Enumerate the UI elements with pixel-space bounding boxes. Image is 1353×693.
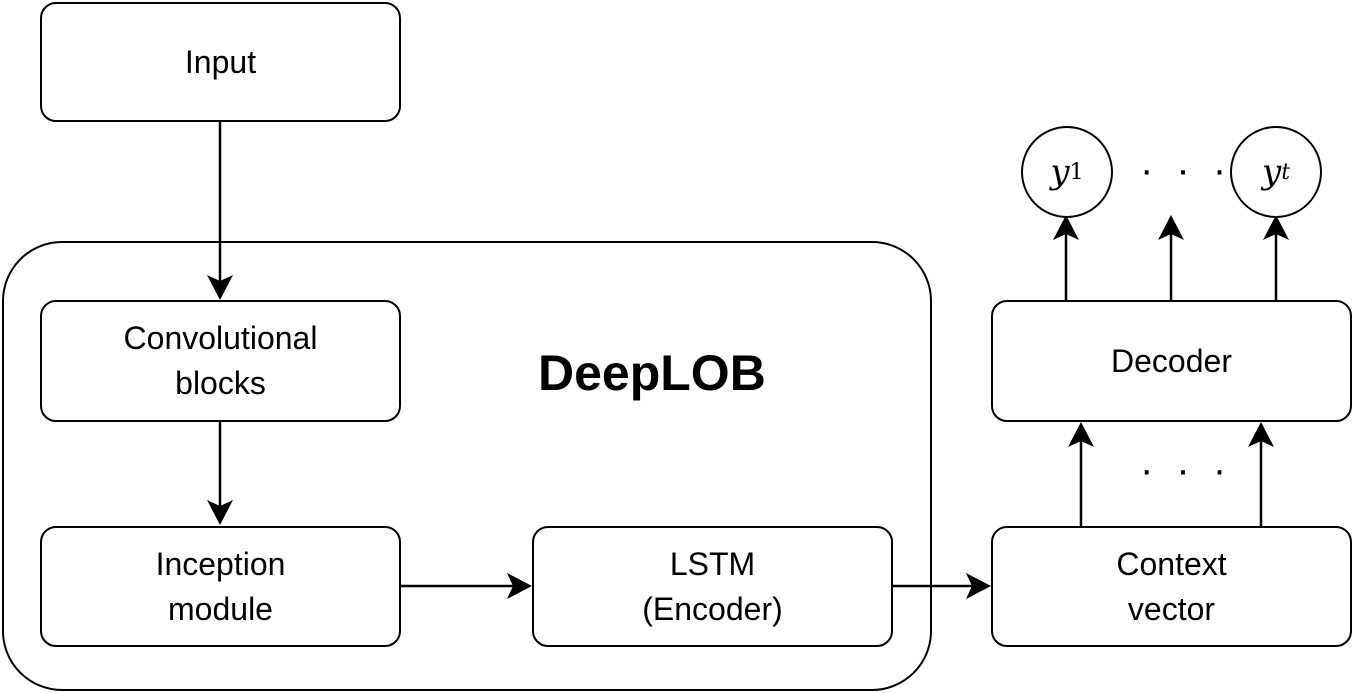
input-node: Input — [40, 2, 401, 122]
deeplob-title: DeepLOB — [538, 345, 766, 401]
output-ellipsis: · · · — [1140, 148, 1233, 192]
arrowhead-inception-lstm — [507, 573, 532, 599]
inception-module-node: Inception module — [40, 526, 401, 647]
context-vector-node: Context vector — [991, 526, 1352, 647]
decoder-input-ellipsis: · · · — [1140, 448, 1233, 492]
convolutional-blocks-node: Convolutional blocks — [40, 300, 401, 422]
arrowhead-input-conv — [207, 275, 233, 300]
arrowhead-context-decoder-1 — [1068, 422, 1094, 447]
output-y1-sub: 1 — [1069, 159, 1084, 185]
arrowhead-decoder-yt — [1263, 215, 1289, 240]
arrowhead-context-decoder-2 — [1248, 422, 1274, 447]
arrowhead-decoder-y1 — [1053, 215, 1079, 240]
arrowhead-conv-inception — [207, 500, 233, 525]
arrowhead-lstm-context — [966, 573, 991, 599]
output-yt-var: y — [1261, 152, 1282, 192]
deeplob-group — [2, 241, 932, 691]
output-y1-var: y — [1050, 152, 1070, 192]
arrowhead-decoder-dots — [1158, 215, 1184, 240]
lstm-encoder-node: LSTM (Encoder) — [532, 526, 893, 647]
decoder-node: Decoder — [991, 300, 1352, 422]
output-yt-sub: t — [1281, 159, 1291, 185]
